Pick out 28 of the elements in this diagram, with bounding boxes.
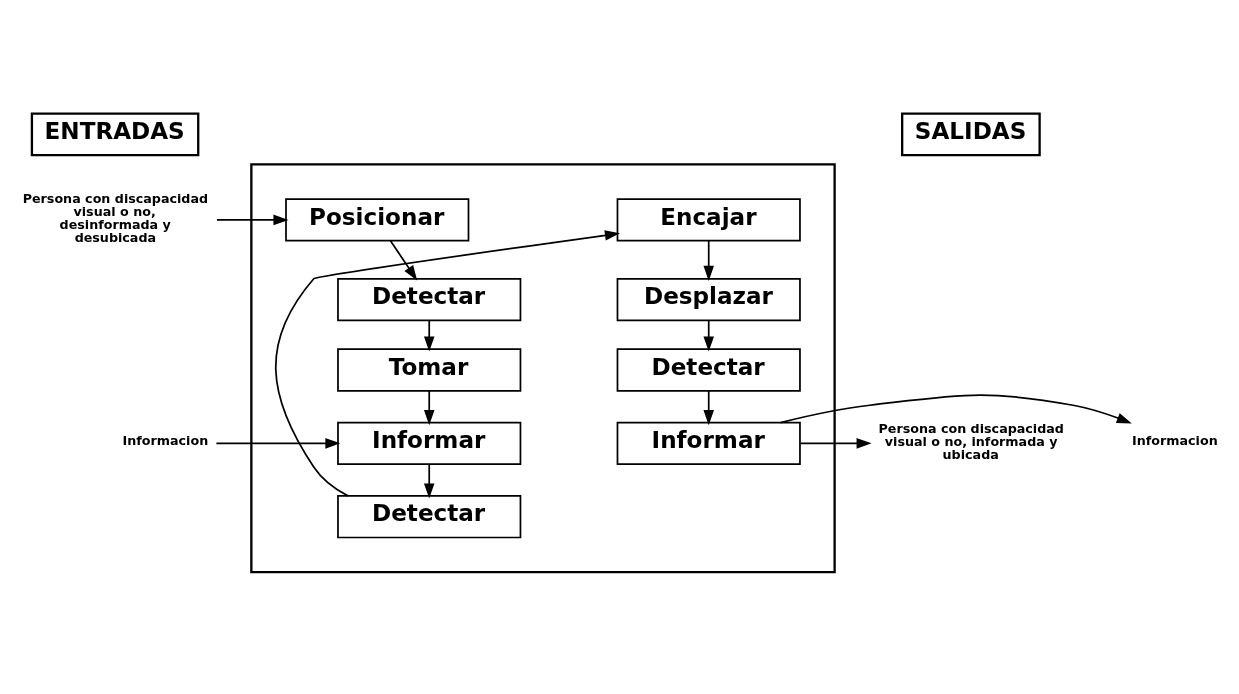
arrow [779,393,1132,423]
node-box: Detectar [337,494,522,538]
arrow [389,239,418,280]
arrow [703,239,714,281]
arrow [703,319,714,352]
arrow [703,389,714,425]
node-text: Persona con discapacidad visual o no, informada y ubicada [878,420,1064,462]
node-box: Desplazar [616,277,801,321]
node-box: Tomar [337,347,522,392]
node-box: Informar [337,421,522,465]
node-box: ENTRADAS [30,111,200,156]
node-box: Detectar [616,347,801,392]
node-box: Detectar [337,277,522,321]
arrow [215,437,341,449]
arrow [216,214,289,225]
arrow [799,437,872,449]
node-box: SALIDAS [901,111,1041,156]
node-box: Encajar [616,197,801,242]
node-text: Persona con discapacidad visual o no, desinformada y desubicada [22,190,209,245]
node-box: Posicionar [285,197,470,242]
arrow [423,462,435,498]
cluster [250,162,836,573]
node-text: Informacion [122,432,209,448]
node-box: Informar [616,421,801,465]
arrow [423,389,435,425]
arrow [274,229,620,497]
arrow [423,319,435,352]
node-text: Informacion [1132,432,1218,448]
